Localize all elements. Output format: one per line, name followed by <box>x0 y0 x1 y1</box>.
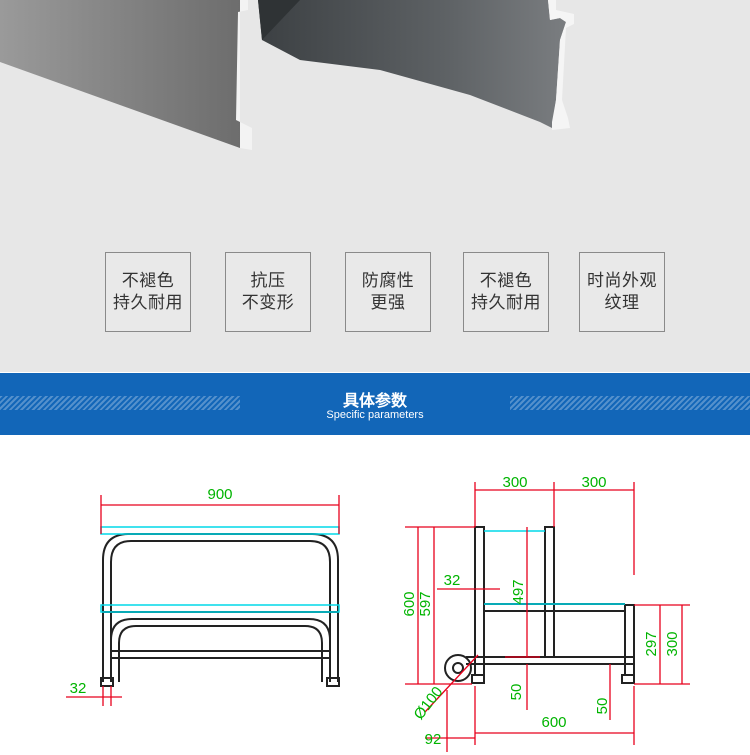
front-view <box>100 533 340 687</box>
dim-top-right: 300 <box>581 474 606 491</box>
highlight-lines <box>100 526 625 613</box>
aluminum-profile-image <box>0 0 574 150</box>
dim-height-297: 297 <box>643 631 660 656</box>
dimension-lines <box>66 482 690 752</box>
dim-tube-32: 32 <box>70 680 87 697</box>
feature-line: 更强 <box>370 293 406 313</box>
dim-height-497: 497 <box>510 579 527 604</box>
feature-line: 不褪色 <box>121 271 175 291</box>
feature-line: 抗压 <box>250 271 286 291</box>
dim-foot-50a: 50 <box>508 684 525 701</box>
feature-line: 防腐性 <box>361 271 415 291</box>
product-photo-area: 不褪色 持久耐用 抗压 不变形 防腐性 更强 不褪色 持久耐用 时尚外观 纹理 <box>0 0 750 372</box>
dim-width-900: 900 <box>207 486 232 503</box>
dim-height-300: 300 <box>664 631 681 656</box>
banner-stripe-left <box>0 396 240 410</box>
dim-wheel-offset: 92 <box>425 731 442 748</box>
dim-foot-50b: 50 <box>594 698 611 715</box>
technical-drawing: 900 32 300 300 32 600 92 600 597 497 297… <box>66 474 690 752</box>
section-banner: 具体参数 Specific parameters <box>0 373 750 435</box>
feature-box: 不褪色 持久耐用 <box>105 252 191 332</box>
side-view <box>444 526 635 684</box>
dim-top-left: 300 <box>502 474 527 491</box>
feature-box: 抗压 不变形 <box>225 252 311 332</box>
banner-subtitle: Specific parameters <box>326 409 424 421</box>
feature-line: 不褪色 <box>479 271 533 291</box>
dim-depth-600: 600 <box>541 714 566 731</box>
dim-tube-side: 32 <box>444 572 461 589</box>
feature-box: 防腐性 更强 <box>345 252 431 332</box>
feature-box: 不褪色 持久耐用 <box>463 252 549 332</box>
feature-line: 持久耐用 <box>471 293 541 313</box>
feature-list: 不褪色 持久耐用 抗压 不变形 防腐性 更强 不褪色 持久耐用 时尚外观 纹理 <box>0 252 750 332</box>
dim-wheel-diameter: Ø100 <box>410 684 446 723</box>
feature-line: 时尚外观 <box>587 271 657 291</box>
banner-title: 具体参数 <box>342 391 407 410</box>
dim-height-600: 600 <box>401 591 418 616</box>
feature-line: 纹理 <box>604 293 640 313</box>
feature-box: 时尚外观 纹理 <box>579 252 665 332</box>
feature-line: 持久耐用 <box>113 293 183 313</box>
dim-height-597: 597 <box>417 591 434 616</box>
feature-line: 不变形 <box>241 293 295 313</box>
banner-stripe-right <box>510 396 750 410</box>
